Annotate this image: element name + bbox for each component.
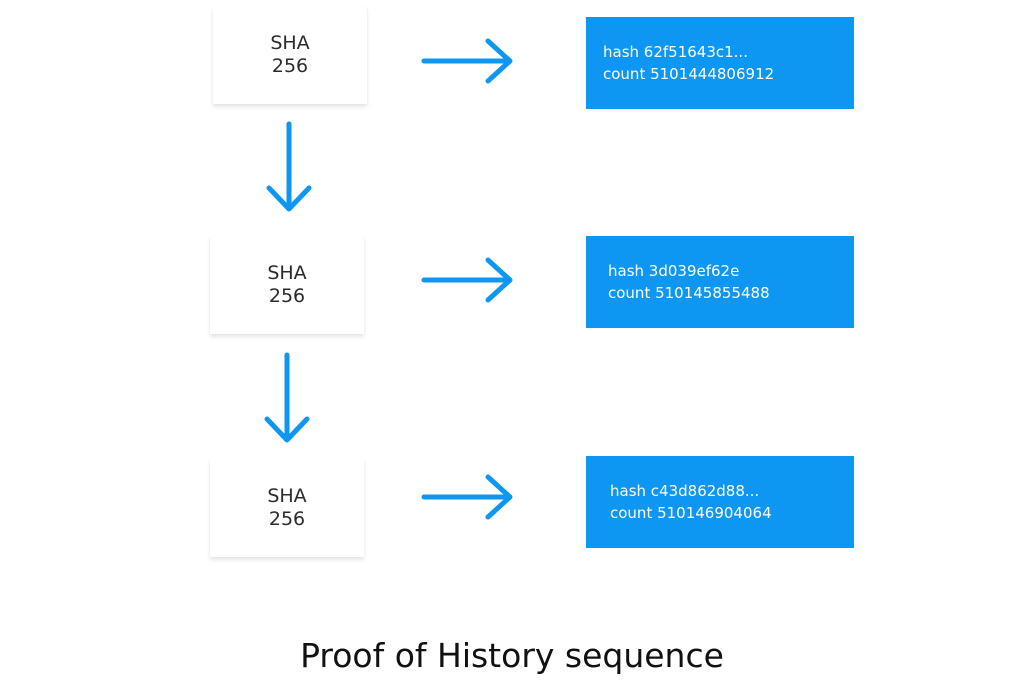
sha256-box-2: SHA 256 [210,236,364,334]
sha-label: SHA [267,485,307,507]
hash-output-box-2: hash 3d039ef62e count 510145855488 [586,236,854,328]
sha-label: SHA [270,32,310,54]
hash-value: hash 3d039ef62e [608,262,740,280]
sha256-box-3: SHA 256 [210,459,364,557]
sha-bits-label: 256 [271,55,309,77]
sha-label: SHA [267,262,307,284]
down-arrow-2 [264,352,310,443]
diagram-caption: Proof of History sequence [300,636,724,675]
hash-value: hash 62f51643c1... [603,43,748,61]
hash-value: hash c43d862d88... [610,482,760,500]
right-arrow-2 [421,257,513,303]
hash-output-box-1: hash 62f51643c1... count 5101444806912 [586,17,854,109]
sha-bits-label: 256 [268,508,306,530]
sha-bits-label: 256 [268,285,306,307]
down-arrow-1 [266,121,312,212]
right-arrow-3 [421,474,513,520]
hash-output-box-3: hash c43d862d88... count 510146904064 [586,456,854,548]
count-value: count 5101444806912 [603,65,775,83]
count-value: count 510146904064 [610,504,772,522]
count-value: count 510145855488 [608,284,770,302]
sha256-box-1: SHA 256 [213,6,367,104]
right-arrow-1 [421,38,513,84]
